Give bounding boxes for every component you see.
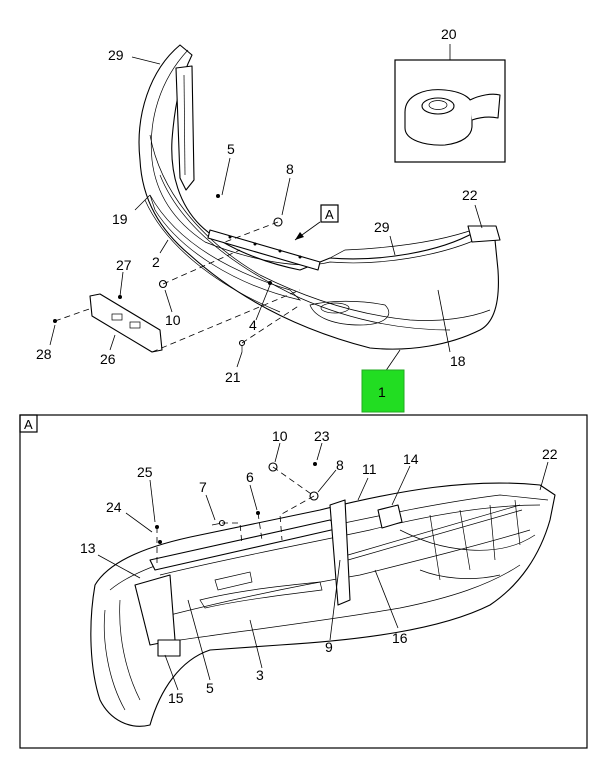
callout-26: 26 xyxy=(100,351,116,367)
detail-callout-3: 3 xyxy=(256,667,264,683)
detail-view-a: A xyxy=(19,414,588,749)
callout-1: 1 xyxy=(378,384,386,400)
callout-21: 21 xyxy=(225,369,241,385)
plate-bracket xyxy=(89,293,163,353)
callout-29b: 29 xyxy=(374,219,390,235)
detail-callout-13: 13 xyxy=(80,540,96,556)
upper-exploded-view: 29 5 8 19 2 27 10 4 28 26 21 22 29 18 20… xyxy=(36,26,506,413)
detail-callout-7: 7 xyxy=(199,479,207,495)
callout-5: 5 xyxy=(227,141,235,157)
detail-callout-23: 23 xyxy=(314,428,330,444)
detail-callout-5: 5 xyxy=(206,680,214,696)
view-a-marker xyxy=(320,204,339,223)
callout-27: 27 xyxy=(116,257,132,273)
callout-29a: 29 xyxy=(108,47,124,63)
detail-callout-16: 16 xyxy=(392,630,408,646)
detail-callout-14: 14 xyxy=(403,451,419,467)
callout-4: 4 xyxy=(249,317,257,333)
callout-2: 2 xyxy=(152,254,160,270)
detail-callout-11: 11 xyxy=(362,461,377,477)
detail-frame xyxy=(19,414,588,749)
view-a-marker-label: A xyxy=(325,207,334,222)
detail-callout-15: 15 xyxy=(168,690,184,706)
detail-callout-22: 22 xyxy=(542,446,558,462)
callout-20: 20 xyxy=(441,26,457,42)
callout-19: 19 xyxy=(112,211,128,227)
callout-18: 18 xyxy=(450,353,466,369)
assembly-highlight xyxy=(361,369,405,413)
detail-callout-10: 10 xyxy=(272,428,288,444)
bumper-fascia xyxy=(138,44,499,350)
detail-frame-label: A xyxy=(24,417,33,432)
detail-callout-6: 6 xyxy=(246,469,254,485)
callout-8: 8 xyxy=(286,161,294,177)
detail-callout-25: 25 xyxy=(137,464,153,480)
detail-callout-9: 9 xyxy=(325,639,333,655)
callout-22: 22 xyxy=(462,187,478,203)
callout-10: 10 xyxy=(165,312,181,328)
callout-28: 28 xyxy=(36,346,52,362)
detail-callout-24: 24 xyxy=(106,499,122,515)
detail-callout-8: 8 xyxy=(336,457,344,473)
tape-roll-icon xyxy=(404,89,501,146)
